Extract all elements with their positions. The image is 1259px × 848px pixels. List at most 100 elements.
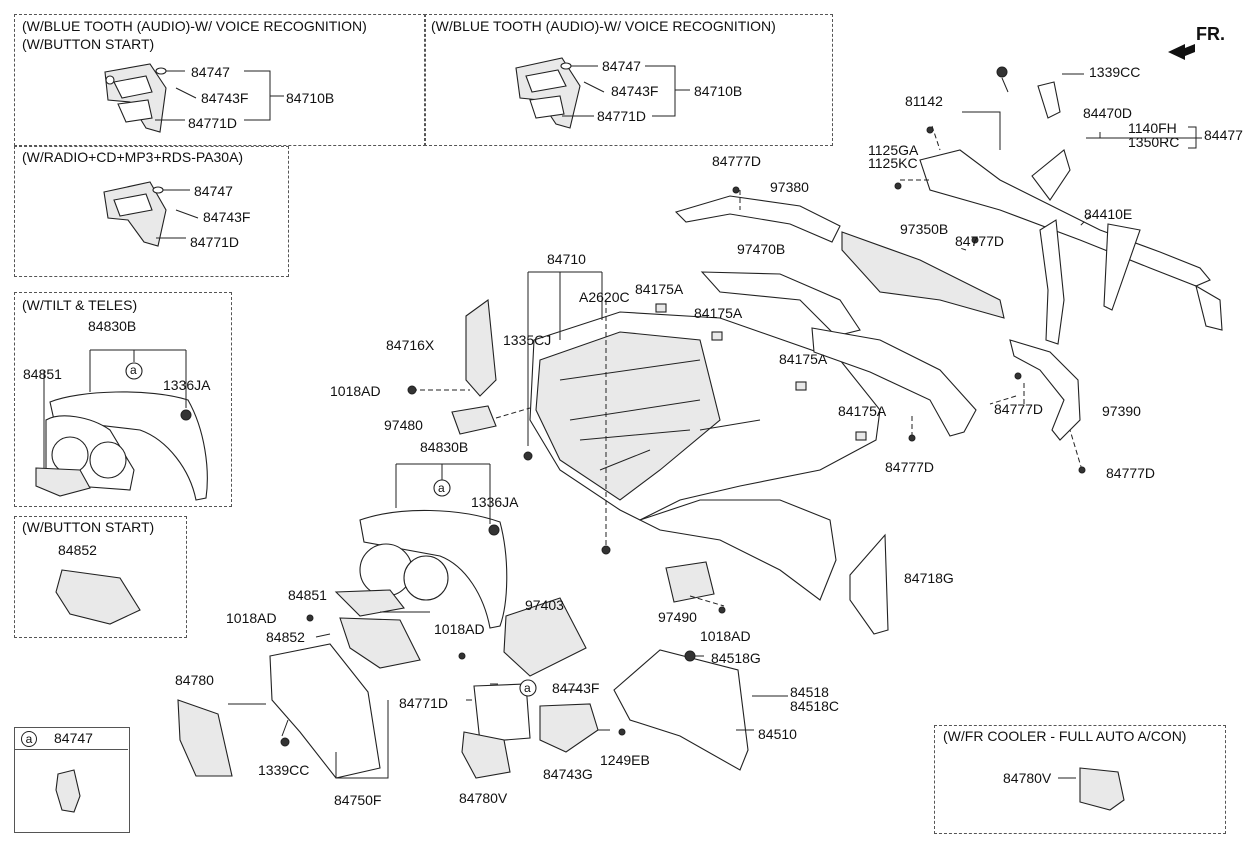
label-84852: 84852 [266, 629, 305, 645]
defroster-nozzle-97350b [841, 231, 1005, 319]
box2-header-line1: (W/BLUE TOOTH (AUDIO)-W/ VOICE RECOGNITI… [431, 18, 776, 34]
label-1350rc: 1350RC [1128, 134, 1180, 150]
steering-cover-lower [55, 569, 141, 625]
box1-header-line2: (W/BUTTON START) [22, 36, 155, 52]
bezel-84780v-cooler [1079, 767, 1125, 811]
label-84777d-d: 84777D [885, 459, 935, 475]
box3-part-84747: 84747 [194, 183, 233, 199]
legend-marker-a: a [21, 731, 37, 747]
glove-box-84510 [613, 649, 749, 771]
label-97490: 97490 [658, 609, 697, 625]
air-duct-97380 [674, 195, 841, 243]
label-97390: 97390 [1102, 403, 1141, 419]
clip-84747-icon [55, 769, 81, 813]
label-84750f: 84750F [334, 792, 382, 808]
side-vent-97490 [665, 561, 715, 603]
label-84175a-b: 84175A [694, 305, 743, 321]
marker-a-main: a [438, 481, 445, 495]
label-84175a-d: 84175A [838, 403, 887, 419]
box3-header-line1: (W/RADIO+CD+MP3+RDS-PA30A) [22, 149, 244, 165]
air-duct-center [811, 327, 977, 437]
side-trim-left [465, 298, 497, 397]
option-box-fr-cooler [934, 725, 1226, 834]
label-84518: 84518 [790, 684, 829, 700]
cluster-hood-tilt [35, 391, 208, 501]
label-84780v: 84780V [459, 790, 508, 806]
label-97470b: 97470B [737, 241, 786, 257]
side-vent-97480 [451, 405, 497, 435]
fr-cooler-part-84780v: 84780V [1003, 770, 1052, 786]
option-box-button-start [14, 516, 187, 638]
button-start-part-84852: 84852 [58, 542, 97, 558]
center-fascia-84771d [473, 683, 531, 743]
air-duct-97470b [700, 271, 861, 337]
label-84830b: 84830B [420, 439, 469, 455]
label-1125kc: 1125KC [868, 155, 918, 171]
label-84710: 84710 [547, 251, 586, 267]
box2-part-84743f: 84743F [611, 83, 659, 99]
label-1018ad-d: 1018AD [700, 628, 751, 644]
button-start-header: (W/BUTTON START) [22, 519, 155, 535]
cowl-cross-bar-84410e [919, 81, 1223, 345]
tilt-box-header: (W/TILT & TELES) [22, 297, 138, 313]
box3-part-84771d: 84771D [190, 234, 240, 250]
label-84477: 84477 [1204, 127, 1243, 143]
tilt-part-84851: 84851 [23, 366, 62, 382]
marker-a-center: a [524, 681, 531, 695]
label-1140fh: 1140FH [1128, 120, 1177, 136]
label-1249eb: 1249EB [600, 752, 650, 768]
label-84771d: 84771D [399, 695, 449, 711]
label-84175a-a: 84175A [635, 281, 684, 297]
label-84777d-c: 84777D [994, 401, 1044, 417]
label-1339cc-bot: 1339CC [258, 762, 310, 778]
label-1018ad-c: 1018AD [434, 621, 485, 637]
label-84518g: 84518G [711, 650, 761, 666]
box2-part-84710b: 84710B [694, 83, 743, 99]
label-a2620c: A2620C [579, 289, 630, 305]
label-84777d-e: 84777D [1106, 465, 1156, 481]
label-97403: 97403 [525, 597, 564, 613]
box1-part-84710b: 84710B [286, 90, 335, 106]
label-84780: 84780 [175, 672, 214, 688]
label-1125ga: 1125GA [868, 142, 919, 158]
label-84743f: 84743F [552, 680, 600, 696]
legend-header-row [14, 727, 128, 750]
label-1335cj: 1335CJ [503, 332, 552, 348]
crash-pad-main [529, 311, 881, 601]
label-1018ad-b: 1018AD [226, 610, 277, 626]
label-81142: 81142 [905, 93, 943, 109]
option-box-bt-voice [424, 14, 833, 146]
box3-part-84743f: 84743F [203, 209, 251, 225]
front-direction-label: FR. [1196, 24, 1225, 44]
box1-part-84771d: 84771D [188, 115, 238, 131]
front-arrow-icon [1168, 44, 1195, 60]
label-1339cc-top: 1339CC [1089, 64, 1141, 80]
cluster-hood-main [334, 509, 508, 669]
bezel-84780v [461, 731, 511, 779]
box1-part-84743f: 84743F [201, 90, 249, 106]
bezel-assembly-box2 [515, 57, 581, 129]
side-trim-right [849, 533, 889, 635]
under-cover-84780 [177, 699, 233, 777]
label-84851: 84851 [288, 587, 327, 603]
label-84716x: 84716X [386, 337, 435, 353]
legend-part-84747: 84747 [54, 730, 93, 746]
label-1018ad-a: 1018AD [330, 383, 381, 399]
label-84518c: 84518C [790, 698, 840, 714]
legend-box [14, 727, 130, 833]
option-box-bt-voice-button [14, 14, 426, 146]
label-1336ja: 1336JA [471, 494, 519, 510]
option-box-radio [14, 146, 289, 277]
bezel-assembly-box1 [104, 63, 167, 133]
tilt-part-1336ja: 1336JA [163, 377, 211, 393]
label-84510: 84510 [758, 726, 797, 742]
label-84777d-b: 84777D [955, 233, 1005, 249]
fr-cooler-header: (W/FR COOLER - FULL AUTO A/CON) [943, 728, 1187, 744]
option-box-tilt-teles [14, 292, 232, 507]
bezel-assembly-box3 [103, 181, 167, 247]
label-84470d: 84470D [1083, 105, 1133, 121]
switch-panel-84743g [539, 703, 599, 753]
box2-part-84771d: 84771D [597, 108, 647, 124]
label-84410e: 84410E [1084, 206, 1133, 222]
